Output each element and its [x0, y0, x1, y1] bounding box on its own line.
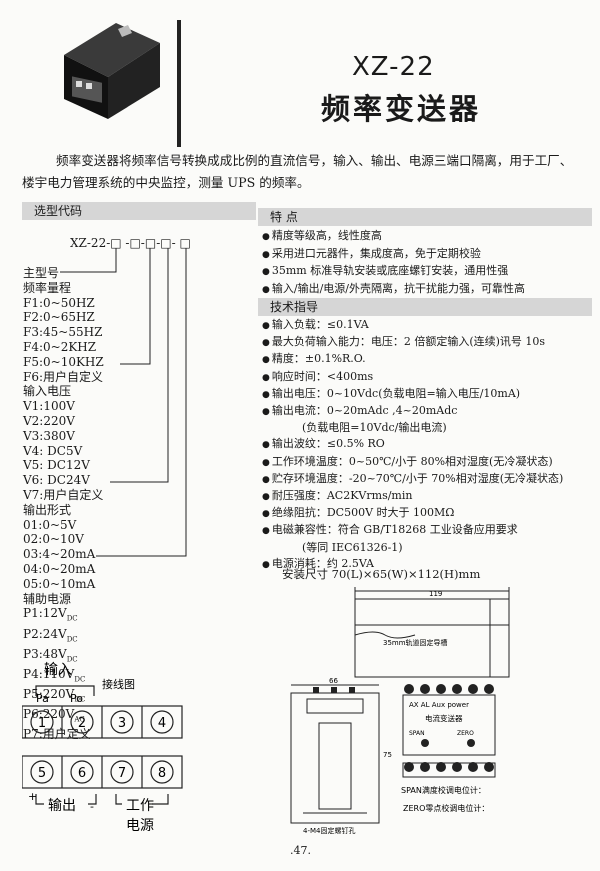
- spec-item: 输出波纹：≤0.5% RO: [262, 436, 582, 453]
- spec-item: (等同 IEC61326-1): [302, 540, 403, 554]
- spec-item: 精度：±0.1%R.O.: [262, 351, 582, 368]
- selection-item: F1:0~50HZ: [23, 295, 95, 310]
- selection-item: 输入电压: [23, 384, 72, 399]
- spec-item: 电源消耗：约 2.5VA: [262, 556, 582, 573]
- terminal-3: 3: [118, 716, 126, 731]
- selection-item: V1:100V: [23, 399, 75, 414]
- power-item: P4:110VDC: [23, 666, 86, 684]
- features-heading: 特 点: [258, 208, 592, 226]
- features-list: 精度等级高，线性度高 采用进口元器件，集成度高，免于定期校验 35mm 标准导轨…: [262, 228, 582, 298]
- spec-item: 电磁兼容性：符合 GB/T18268 工业设备应用要求: [262, 522, 582, 539]
- terminal-4: 4: [158, 716, 166, 731]
- selection-item: F2:0~65HZ: [23, 310, 95, 325]
- panel-name: 电流变送器: [425, 713, 463, 723]
- spec-item: 绝缘阻抗：DC500V 时大于 100MΩ: [262, 505, 582, 522]
- selection-item: F6:用户自定义: [23, 369, 104, 384]
- selection-item: 主型号: [23, 266, 60, 280]
- selection-item: 05:0~10mA: [23, 576, 96, 591]
- spec-item: 工作环境温度：0~50℃/小于 80%相对湿度(无冷凝状态): [262, 454, 582, 471]
- wiring-title: 接线图: [102, 677, 135, 691]
- intro-paragraph: 频率变送器将频率信号转换成成比例的直流信号，输入、输出、电源三端口隔离，用于工厂…: [22, 153, 573, 190]
- wiring-diagram: 输入 接线图 Pa Po 1 2 3 4 5 6 7 8 + 输出 - 工作 电…: [22, 662, 183, 834]
- zero-note: ZERO零点校调电位计：: [403, 803, 489, 813]
- page-number: .47.: [290, 844, 311, 857]
- spec-item: 响应时间：<400ms: [262, 369, 582, 386]
- pa-label: Pa: [36, 692, 49, 705]
- plus-sign: +: [28, 790, 37, 803]
- power-item: P1:12VDC: [23, 606, 78, 623]
- rail-label: 35mm轨道固定导槽: [383, 638, 448, 647]
- selection-item: 频率量程: [23, 280, 72, 295]
- selection-item: V5: DC12V: [23, 458, 90, 473]
- selection-item: V4: DC5V: [23, 443, 83, 458]
- selection-code: XZ-22-□ -□-□-□- □: [70, 236, 191, 250]
- terminal-8: 8: [158, 766, 166, 781]
- dimensions-text: 安装尺寸 70(L)×65(W)×112(H)mm: [282, 567, 481, 581]
- selection-item: 01:0~5V: [23, 517, 77, 532]
- model-number: XZ-22: [352, 52, 435, 82]
- selection-item: V2:220V: [23, 413, 75, 428]
- terminal-1: 1: [38, 716, 46, 731]
- selection-item: V3:380V: [23, 428, 75, 443]
- screw-hole-label: 4-M4固定螺钉孔: [303, 826, 355, 835]
- selection-heading: 选型代码: [22, 202, 256, 220]
- minus-sign: -: [90, 800, 94, 813]
- selection-item: V7:用户自定义: [23, 487, 104, 502]
- panel-top-label: AX AL Aux power: [409, 701, 469, 709]
- feature-item: 精度等级高，线性度高: [262, 228, 582, 246]
- power-item: P2:24VDC: [23, 626, 78, 643]
- work-label: 工作: [126, 798, 154, 814]
- power-label: 电源: [126, 818, 154, 834]
- terminal-2: 2: [78, 716, 86, 731]
- spec-item: 贮存环境温度：-20~70℃/小于 70%相对湿度(无冷凝状态): [262, 471, 582, 488]
- po-label: Po: [70, 692, 83, 705]
- selection-item: 02:0~10V: [23, 532, 84, 547]
- span-note: SPAN满度校调电位计：: [401, 785, 486, 795]
- selection-item: 04:0~20mA: [23, 561, 96, 576]
- decorative-bar: [177, 20, 181, 147]
- selection-connector-lines: [60, 248, 187, 557]
- side-dimension: 75: [383, 751, 392, 759]
- terminal-6: 6: [78, 766, 86, 781]
- feature-item: 35mm 标准导轨安装或底座螺钉安装，通用性强: [262, 263, 582, 281]
- specs-list: 输入负载：≤0.1VA 最大负荷输入能力：电压：2 倍额定输入(连续)讯号 10…: [262, 317, 582, 573]
- product-title: 频率变送器: [321, 92, 482, 126]
- input-label: 输入: [44, 662, 72, 678]
- selection-item: 辅助电源: [23, 591, 72, 606]
- terminal-7: 7: [118, 766, 126, 781]
- spec-item: 最大负荷输入能力：电压：2 倍额定输入(连续)讯号 10s: [262, 334, 582, 351]
- output-label: 输出: [48, 798, 76, 814]
- spec-item: 输出电压：0~10Vdc(负载电阻=输入电压/10mA): [262, 386, 582, 403]
- selection-item: F4:0~2KHZ: [23, 339, 97, 354]
- selection-item: F3:45~55HZ: [23, 325, 103, 340]
- feature-item: 采用进口元器件，集成度高，免于定期校验: [262, 246, 582, 264]
- spec-item: (负载电阻=10Vdc/输出电流): [302, 421, 447, 435]
- zero-mark: ZERO: [457, 730, 474, 737]
- terminal-5: 5: [38, 766, 46, 781]
- selection-item: V6: DC24V: [23, 473, 90, 488]
- spec-item: 耐压强度：AC2KVrms/min: [262, 488, 582, 505]
- selection-item: 输出形式: [23, 502, 72, 517]
- mechanical-drawing: 119 35mm轨道固定导槽 66 75 4-M4固定螺钉孔 AX AL Aux…: [290, 587, 510, 835]
- span-mark: SPAN: [409, 730, 425, 737]
- selection-item: 03:4~20mA: [23, 547, 96, 562]
- power-item: P3:48VDC: [23, 646, 78, 664]
- front-dimension: 66: [329, 677, 338, 685]
- spec-item: 输出电流：0~20mAdc ,4~20mAdc: [262, 403, 582, 420]
- product-photo: [56, 15, 164, 123]
- feature-item: 输入/输出/电源/外壳隔离，抗干扰能力强，可靠性高: [262, 281, 582, 299]
- selection-item: F5:0~10KHZ: [23, 354, 104, 369]
- specs-heading: 技术指导: [258, 298, 592, 316]
- top-dimension: 119: [429, 590, 442, 598]
- spec-item: 输入负载：≤0.1VA: [262, 317, 582, 334]
